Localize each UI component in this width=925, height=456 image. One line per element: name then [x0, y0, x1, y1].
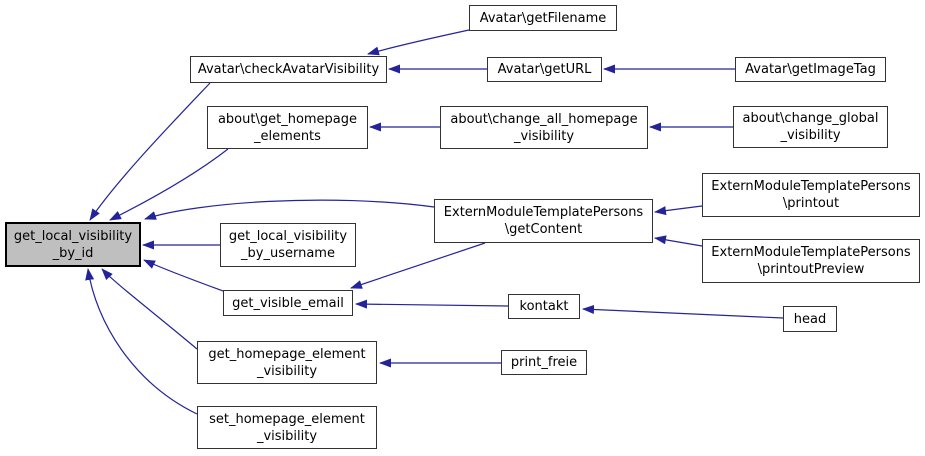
node-get-local-visibility-by-id: get_local_visibility_by_id	[5, 222, 141, 267]
node-get-homepage-element-visibility[interactable]: get_homepage_element_visibility	[197, 341, 377, 384]
node-about-change-all-homepage-visibility[interactable]: about\change_all_homepage_visibility	[440, 106, 648, 149]
node-label-line: Avatar\getFilename	[479, 10, 607, 26]
edge-set-homepage-element-visibility--get-local-visibility-by-id	[85, 268, 198, 415]
node-label-line: kontakt	[519, 299, 569, 314]
node-label-line: \getContent	[504, 222, 583, 237]
node-avatar-geturl[interactable]: Avatar\getURL	[487, 57, 602, 82]
node-avatar-getfilename[interactable]: Avatar\getFilename	[469, 5, 617, 31]
node-label-line: _by_id	[52, 245, 94, 261]
node-label-line: about\change_global	[742, 111, 879, 126]
node-label-line: set_homepage_element	[209, 411, 365, 427]
edge-head--kontakt	[582, 304, 784, 319]
node-label-line: _by_username	[241, 246, 335, 261]
node-about-change-global-visibility[interactable]: about\change_global _visibility	[733, 106, 888, 148]
node-head[interactable]: head	[783, 306, 837, 332]
node-avatar-getimagetag[interactable]: Avatar\getImageTag	[735, 57, 886, 82]
node-label-line: about\get_homepage	[217, 111, 358, 127]
node-label-line: get_local_visibility	[13, 228, 133, 244]
node-label-line: ExternModuleTemplatePersons	[711, 245, 911, 260]
edge-avatar-getfilename--avatar-checkavatarvisibility	[367, 29, 470, 56]
node-label-line: \printoutPreview	[757, 262, 865, 277]
node-get-visible-email[interactable]: get_visible_email	[223, 290, 353, 316]
node-label-line: get_visible_email	[232, 295, 344, 311]
node-label-line: _visibility	[780, 128, 841, 143]
node-get-local-visibility-by-username[interactable]: get_local_visibility _by_username	[220, 223, 356, 267]
node-label-line: Avatar\getImageTag	[745, 62, 876, 77]
node-label-line: print_freie	[510, 355, 578, 370]
edge-kontakt--get-visible-email	[355, 299, 509, 309]
edge-extern-getcontent--get-visible-email	[350, 242, 486, 289]
node-label-line: Avatar\checkAvatarVisibility	[197, 62, 380, 77]
node-about-get-homepage-elements[interactable]: about\get_homepage_elements	[207, 106, 368, 149]
node-print-freie[interactable]: print_freie	[501, 350, 587, 375]
edge-avatar-checkavatarvisibility--get-local-visibility-by-id	[89, 82, 211, 221]
node-label-line: get_homepage_element	[208, 346, 366, 362]
node-label-line: head	[793, 311, 827, 327]
node-avatar-checkavatarvisibility[interactable]: Avatar\checkAvatarVisibility	[190, 56, 387, 83]
node-label-line: ExternModuleTemplatePersons	[443, 205, 644, 220]
node-label-line: \printout	[782, 196, 840, 211]
edge-about-get-homepage-elements--get-local-visibility-by-id	[109, 148, 229, 221]
edge-extern-printout--extern-getcontent	[654, 205, 703, 216]
node-label-line: _visibility	[256, 363, 318, 379]
node-kontakt[interactable]: kontakt	[508, 294, 580, 319]
node-label-line: _visibility	[256, 428, 318, 444]
node-extern-getcontent[interactable]: ExternModuleTemplatePersons \getContent	[434, 199, 653, 243]
node-label-line: _visibility	[513, 128, 575, 144]
node-label-line: get_local_visibility	[228, 229, 348, 244]
node-label-line: about\change_all_homepage	[450, 111, 638, 127]
edge-extern-getcontent--get-local-visibility-by-id	[144, 199, 435, 220]
edge-get-homepage-element-visibility--get-local-visibility-by-id	[101, 268, 198, 350]
node-label-line: Avatar\getURL	[497, 62, 592, 77]
node-label-line: ExternModuleTemplatePersons	[711, 179, 911, 194]
edge-group	[85, 29, 784, 415]
node-label-line: _elements	[254, 128, 321, 144]
edge-extern-printoutpreview--extern-getcontent	[654, 235, 703, 247]
node-set-homepage-element-visibility[interactable]: set_homepage_element_visibility	[197, 406, 377, 449]
node-extern-printoutpreview[interactable]: ExternModuleTemplatePersons \printoutPrev…	[702, 239, 920, 283]
edge-get-visible-email--get-local-visibility-by-id	[143, 259, 224, 292]
node-extern-printout[interactable]: ExternModuleTemplatePersons \printout	[702, 173, 920, 217]
